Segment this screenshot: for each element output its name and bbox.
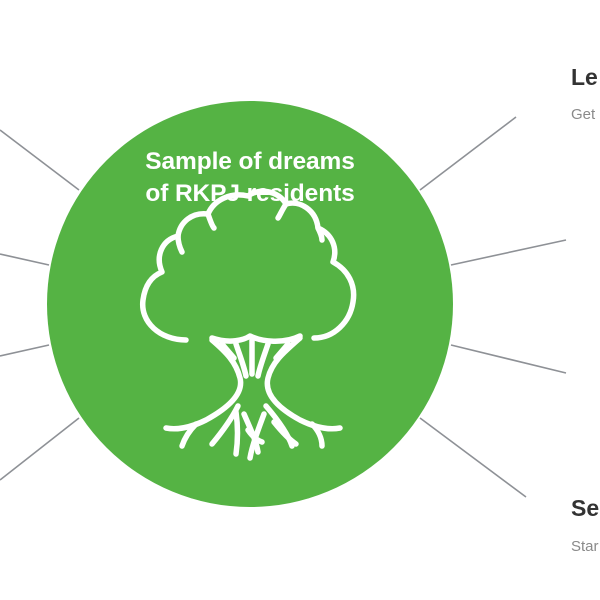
connector-right-1 — [419, 116, 517, 191]
connector-left-2 — [0, 253, 50, 266]
connector-right-3 — [450, 344, 567, 374]
node-title-2: Se — [571, 495, 600, 521]
hub-circle — [47, 101, 453, 507]
hub-title-line-2: of RKPJ residents — [145, 180, 355, 207]
node-subtitle-1: Get — [571, 106, 596, 123]
tree-with-roots-icon — [140, 188, 357, 461]
node-title-1: Le — [571, 64, 598, 90]
connector-right-2 — [450, 239, 567, 266]
hub-title-line-1: Sample of dreams — [145, 148, 355, 175]
connector-right-4 — [419, 417, 527, 498]
hub-title: Sample of dreams of RKPJ residents — [100, 146, 400, 210]
connector-left-3 — [0, 344, 50, 357]
connector-left-1 — [0, 129, 80, 191]
connector-left-4 — [0, 417, 80, 481]
node-subtitle-2: Star — [571, 538, 599, 555]
